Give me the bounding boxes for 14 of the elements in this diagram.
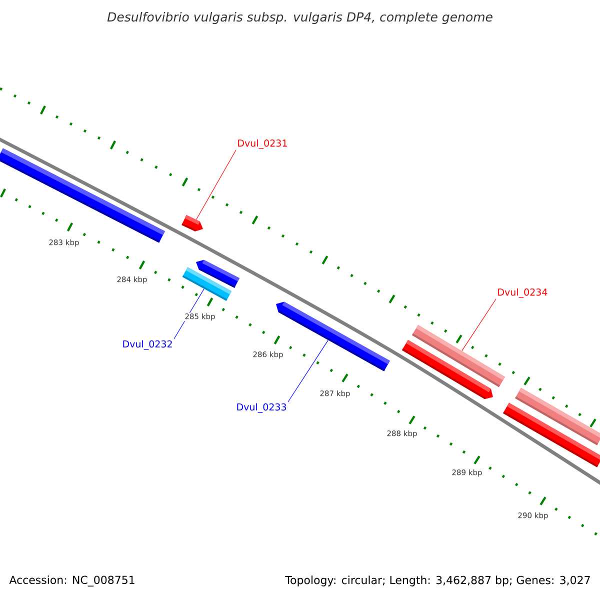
footer-text: Topology: circular; Length: 3,462,887 bp; Genes: 3,027 xyxy=(285,576,590,586)
leader-line xyxy=(462,298,496,352)
title: Desulfovibrio vulgaris subsp. vulgaris DP4, complete genome xyxy=(107,12,492,24)
gene-label: Dvul_0232 xyxy=(123,340,172,350)
gene-block xyxy=(412,324,506,388)
gene-label: Dvul_0234 xyxy=(498,288,548,298)
footer-text: Accession: NC_008751 xyxy=(9,576,134,586)
gene-block xyxy=(515,388,600,446)
leader-line xyxy=(196,150,236,220)
gene-block xyxy=(196,260,240,288)
leader-line xyxy=(288,340,328,402)
gene-block xyxy=(182,215,203,232)
gene-label: Dvul_0231 xyxy=(238,139,287,149)
gene-label: Dvul_0233 xyxy=(237,403,286,413)
